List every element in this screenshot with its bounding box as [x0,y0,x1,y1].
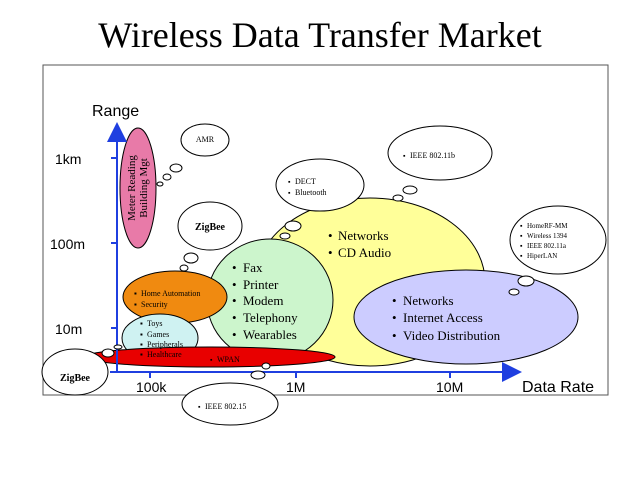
ieee-80211b-bullet: ▪ [403,152,406,160]
toys-bullet-4: ▪ [140,350,143,359]
y-axis-label: Range [92,103,139,120]
toys-bullet-3: ▪ [140,340,143,349]
amr-cloud [156,123,230,187]
fax-bullet-5: • [232,327,237,342]
networks-video-list: • Networks • Internet Access • Video Distri… [392,293,501,343]
networks-cd-list: • Networks • CD Audio [328,228,391,260]
fax-bullet-1: • [232,260,237,275]
dect-label-1: DECT [295,177,316,186]
x-tick-label-1m: 1M [286,379,305,395]
fax-list: • Fax • Printer • Modem • Telephony • Wearabl… [232,260,298,342]
dect-bullet-1: ▪ [288,178,291,186]
home-auto-item-1: Home Automation [141,289,200,298]
fax-item-1: Fax [243,260,263,275]
meter-label-2: Building Mgt [138,158,150,218]
toys-item-2: Games [147,330,169,339]
y-tick-label-100m: 100m [50,236,85,252]
home-auto-bullet-2: ▪ [134,300,137,309]
wpan-bullet: ▪ [210,356,213,364]
toys-item-3: Peripherals [147,340,183,349]
dect-bullet-2: ▪ [288,189,291,197]
networks-cd-bullet-2: • [328,245,333,260]
fax-item-3: Modem [243,293,283,308]
homerf-item-1: HomeRF-MM [527,222,568,230]
homerf-item-4: HiperLAN [527,252,557,260]
homerf-item-2: Wireless 1394 [527,232,567,240]
ieee-80215-label: IEEE 802.15 [205,402,246,411]
ieee-80211b-label: IEEE 802.11b [410,151,455,160]
homerf-bullet-4: ▪ [520,252,523,260]
homerf-item-3: IEEE 802.11a [527,242,567,250]
x-axis-label: Data Rate [522,379,594,396]
y-tick-label-1km: 1km [55,151,81,167]
fax-item-5: Wearables [243,327,297,342]
home-auto-list: ▪ Home Automation ▪ Security [134,289,200,309]
networks-video-bullet-3: • [392,328,397,343]
dect-cloud [275,158,365,240]
toys-item-1: Toys [147,319,162,328]
homerf-bullet-3: ▪ [520,242,523,250]
dect-label-2: Bluetooth [295,188,327,197]
ieee-80211b-cloud [387,125,493,202]
homerf-bullet-1: ▪ [520,222,523,230]
meter-region [119,127,157,249]
networks-video-region [353,269,579,365]
fax-bullet-4: • [232,310,237,325]
toys-list: ▪ Toys ▪ Games ▪ Peripherals ▪ Healthcare [140,319,183,359]
fax-item-2: Printer [243,277,279,292]
ieee-80215-bullet: ▪ [198,403,201,411]
homerf-bullet-2: ▪ [520,232,523,240]
fax-bullet-2: • [232,277,237,292]
x-tick-label-10m: 10M [436,379,463,395]
networks-video-bullet-1: • [392,293,397,308]
toys-bullet-2: ▪ [140,330,143,339]
zigbee-top-label: ZigBee [195,222,226,233]
y-tick-label-10m: 10m [55,321,82,337]
networks-video-item-3: Video Distribution [403,328,501,343]
networks-cd-item-1: Networks [338,228,389,243]
x-tick-label-100k: 100k [136,379,167,395]
zigbee-bottom-cloud [41,344,123,396]
networks-video-item-2: Internet Access [403,310,483,325]
ieee-80215-cloud [181,362,279,426]
fax-bullet-3: • [232,293,237,308]
toys-bullet-1: ▪ [140,319,143,328]
amr-label: AMR [196,135,215,144]
meter-label-1: Meter Reading [126,155,138,221]
zigbee-bottom-label: ZigBee [60,373,91,384]
slide-title: Wireless Data Transfer Market [98,15,542,55]
toys-item-4: Healthcare [147,350,182,359]
networks-video-bullet-2: • [392,310,397,325]
home-auto-bullet-1: ▪ [134,289,137,298]
fax-item-4: Telephony [243,310,298,325]
wpan-label: WPAN [217,355,240,364]
meter-labels: Meter Reading Building Mgt [126,155,150,221]
zigbee-top-cloud [177,201,243,272]
homerf-cloud [508,205,607,296]
networks-cd-bullet-1: • [328,228,333,243]
homerf-list: ▪HomeRF-MM ▪Wireless 1394 ▪IEEE 802.11a … [520,222,568,260]
networks-video-item-1: Networks [403,293,454,308]
networks-cd-item-2: CD Audio [338,245,391,260]
home-auto-item-2: Security [141,300,168,309]
